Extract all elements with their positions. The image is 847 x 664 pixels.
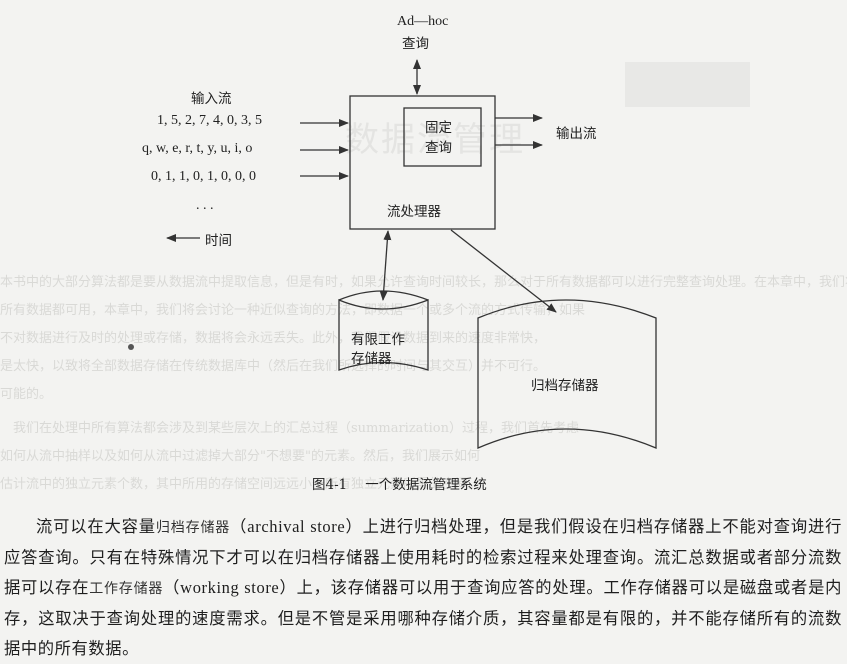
bleed-through-title: 数据流管理 bbox=[345, 120, 525, 160]
text-run: （ bbox=[230, 517, 248, 536]
input-sequence-1: 1, 5, 2, 7, 4, 0, 3, 5 bbox=[157, 113, 262, 128]
term-working-store-en: working store bbox=[180, 577, 280, 597]
input-stream-label: 输入流 bbox=[191, 91, 232, 107]
text-run: ）上，该存储器可以用于查询应答的处理。工作存储器可以是磁盘或者是内存，这取决于查… bbox=[4, 577, 842, 658]
input-sequence-3: 0, 1, 1, 0, 1, 0, 0, 0 bbox=[151, 169, 256, 184]
adhoc-query-label-cn: 查询 bbox=[402, 36, 429, 52]
stream-processor-box bbox=[349, 95, 496, 230]
standing-query-label-1: 固定 bbox=[425, 120, 452, 136]
bleed-through-text: 估计流中的独立元素个数，其中所用的存储空间远远小于所有独立元素所需的空间。 bbox=[0, 477, 482, 492]
adhoc-query-label-en: Ad—hoc bbox=[397, 14, 449, 29]
standing-query-label-2: 查询 bbox=[425, 140, 452, 156]
bleed-through-text: 我们在处理中所有算法都会涉及到某些层次上的汇总过程（summarization）… bbox=[0, 421, 580, 436]
time-label: 时间 bbox=[205, 233, 232, 249]
bleed-through-text: 本书中的大部分算法都是要从数据流中提取信息，但是有时，如果允许查询时间较长，那么… bbox=[0, 275, 847, 290]
bleed-through-text: 不对数据进行及时的处理或存储，数据将会永远丢失。此外，我们假设数据到来的速度非常… bbox=[0, 331, 547, 346]
bleed-through-block bbox=[625, 62, 750, 107]
ink-speck bbox=[128, 344, 134, 350]
term-archival-store-en: archival store bbox=[247, 517, 346, 536]
output-stream-label: 输出流 bbox=[556, 126, 597, 142]
body-paragraph: 流可以在大容量归档存储器（archival store）上进行归档处理，但是我们… bbox=[4, 512, 842, 663]
working-store-label-1: 有限工作 bbox=[351, 332, 405, 348]
working-store-label-2: 存储器 bbox=[351, 351, 392, 367]
standing-query-box bbox=[403, 107, 482, 167]
figure-title: 一个数据流管理系统 bbox=[365, 477, 487, 493]
input-sequence-2: q, w, e, r, t, y, u, i, o bbox=[142, 141, 253, 156]
text-run: 流可以在大容量 bbox=[36, 517, 156, 536]
bleed-through-text: 可能的。 bbox=[0, 387, 53, 402]
stream-processor-label: 流处理器 bbox=[387, 204, 441, 220]
more-streams-ellipsis: . . . bbox=[196, 198, 214, 213]
archival-store-label: 归档存储器 bbox=[531, 378, 599, 394]
bleed-through-text: 所有数据都可用，本章中，我们将会讨论一种近似查询的方法，即数据一个或多个流的方式… bbox=[0, 303, 586, 318]
figure-caption: 图4-1 一个数据流管理系统 bbox=[312, 473, 487, 493]
term-working-store: 工作存储器 bbox=[89, 580, 164, 597]
figure-number: 图4-1 bbox=[312, 477, 348, 493]
working-store-cylinder bbox=[338, 299, 429, 371]
text-run: ）上进行归档处理，但是我们假设在归档存储器上不能对查询进行应答查询。只有在特殊情… bbox=[4, 517, 843, 597]
bleed-through-text: 如何从流中抽样以及如何从流中过滤掉大部分"不想要"的元素。然后，我们展示如何 bbox=[0, 449, 480, 464]
bleed-through-text: 是太快，以致将全部数据存储在传统数据库中（然后在我们所选择的时间与其交互）并不可… bbox=[0, 359, 547, 374]
term-archival-store: 归档存储器 bbox=[155, 520, 231, 536]
text-run: （ bbox=[163, 577, 181, 597]
archival-store-cylinder bbox=[477, 299, 657, 449]
